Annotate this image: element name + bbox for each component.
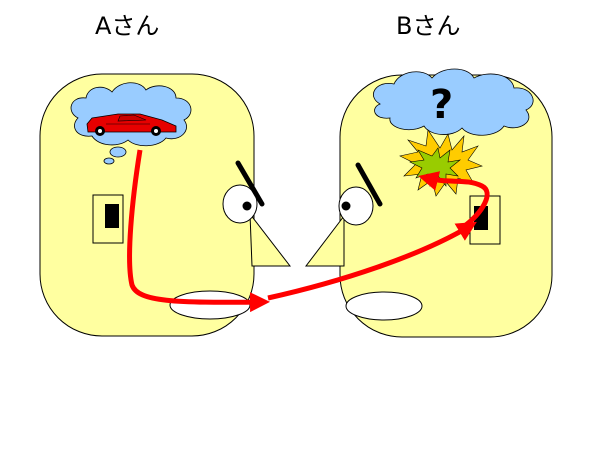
explosion-burst-icon <box>399 129 483 197</box>
person-b-label: Bさん <box>396 12 460 40</box>
person-a-mouth <box>169 290 251 320</box>
person-b-nose <box>304 214 345 267</box>
person-b-head <box>304 74 553 338</box>
person-a-label: Aさん <box>95 12 159 40</box>
person-b-pupil <box>341 201 351 211</box>
question-cloud: ? <box>373 68 534 136</box>
sound-transmission-arrow <box>267 221 477 301</box>
person-a-eye <box>222 184 258 224</box>
person-b-eyebrow <box>355 162 383 207</box>
sports-car-icon <box>86 113 177 136</box>
message-path-arrow <box>127 149 270 313</box>
question-mark-icon: ? <box>430 82 453 128</box>
person-b-mouth <box>345 291 423 321</box>
perception-arrow <box>418 171 490 231</box>
person-a-head <box>39 73 292 337</box>
person-a-ear-canal <box>105 204 119 228</box>
person-a-eyebrow <box>235 160 265 207</box>
person-b-eye <box>338 186 374 226</box>
person-a-nose <box>249 212 292 267</box>
person-a-pupil <box>242 201 252 211</box>
